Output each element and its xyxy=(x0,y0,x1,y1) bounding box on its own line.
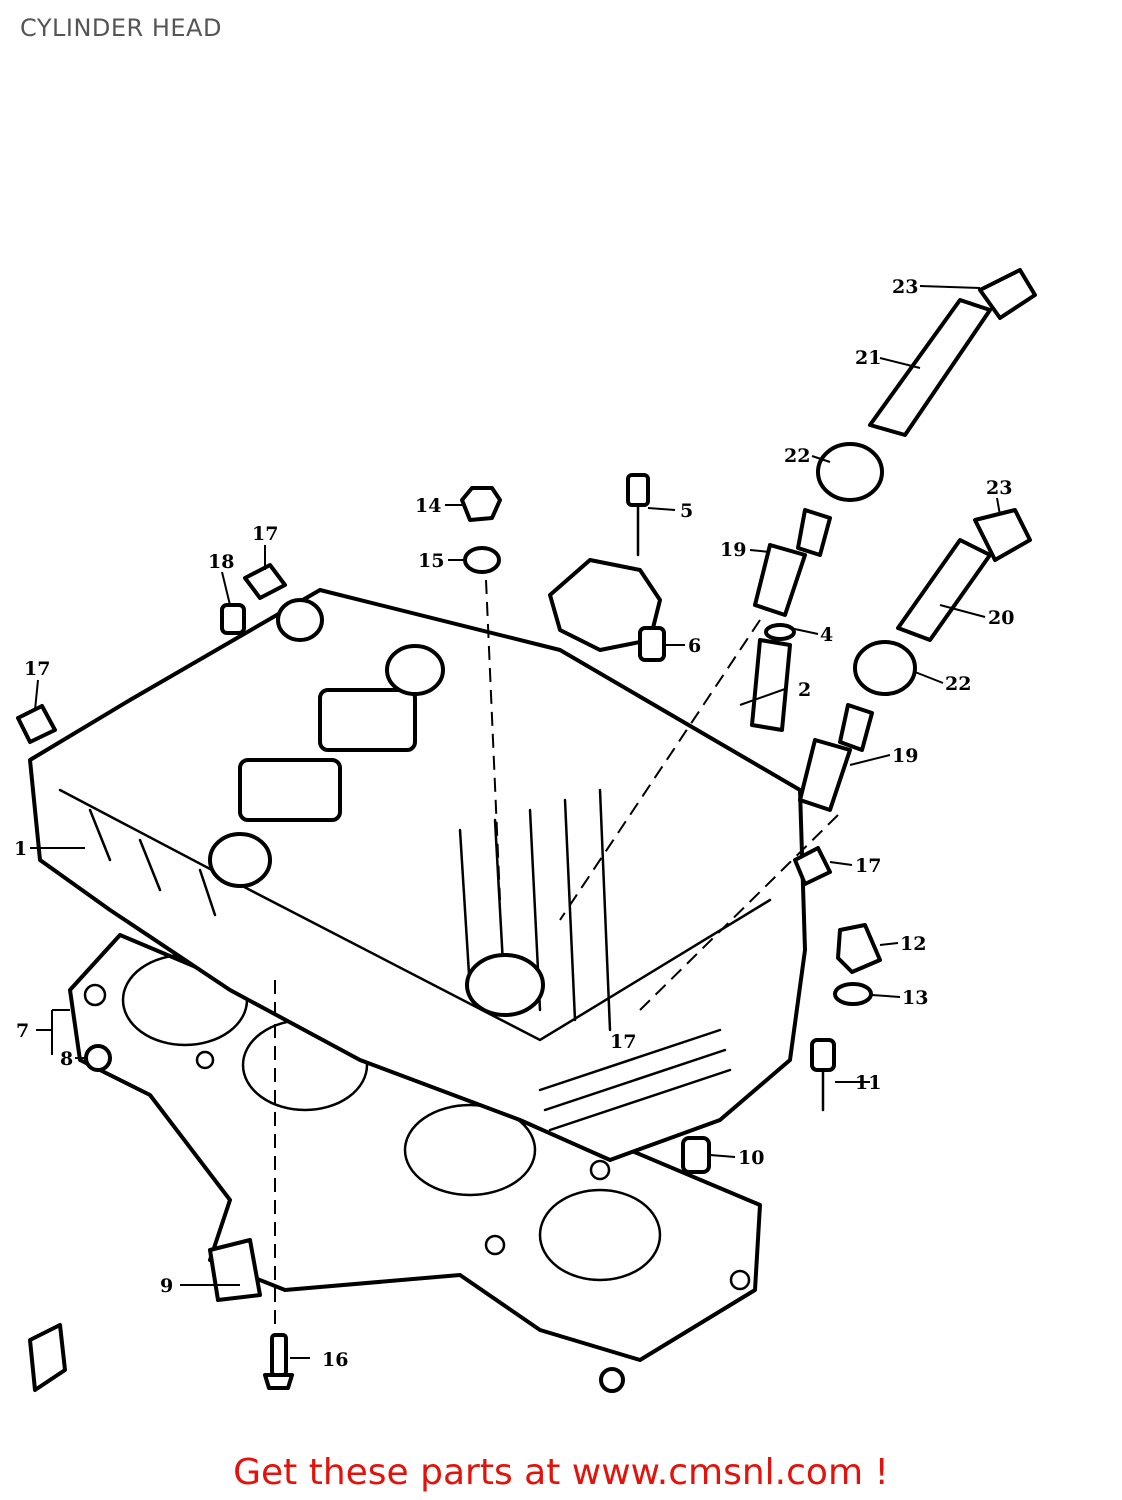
fasteners xyxy=(16,473,882,1393)
callout-6: 6 xyxy=(688,635,701,657)
gasket-bracket xyxy=(208,1238,262,1302)
callout-20: 20 xyxy=(988,607,1014,629)
spark-plugs xyxy=(753,508,874,812)
callout-10: 10 xyxy=(738,1147,764,1169)
callout-17-right: 17 xyxy=(855,855,881,877)
camshaft-cap xyxy=(548,558,662,652)
leader-lines xyxy=(30,285,1001,1359)
callout-22-lower: 22 xyxy=(945,673,971,695)
callout-14: 14 xyxy=(415,495,441,517)
callout-1: 1 xyxy=(14,838,27,860)
arrow-indicator xyxy=(28,1323,67,1392)
plug-tube xyxy=(750,623,796,732)
callout-22-upper: 22 xyxy=(784,445,810,467)
callout-8: 8 xyxy=(60,1048,73,1070)
callout-19-upper: 19 xyxy=(720,539,746,561)
callout-12: 12 xyxy=(900,933,926,955)
callout-5: 5 xyxy=(680,500,693,522)
callout-17-left: 17 xyxy=(24,658,50,680)
callout-23-lower: 23 xyxy=(986,477,1012,499)
callout-9: 9 xyxy=(160,1275,173,1297)
callout-18: 18 xyxy=(208,551,234,573)
cmsnl-parts-link[interactable]: Get these parts at www.cmsnl.com ! xyxy=(233,1452,889,1493)
callout-labels: 1 2 4 5 6 7 8 9 10 11 12 13 14 15 16 17 … xyxy=(14,276,1014,1371)
plug-caps xyxy=(816,268,1037,696)
callout-23-upper: 23 xyxy=(892,276,918,298)
callout-4: 4 xyxy=(820,624,833,646)
callout-13: 13 xyxy=(902,987,928,1009)
callout-17-top: 17 xyxy=(252,523,278,545)
page-title: CYLINDER HEAD xyxy=(20,14,222,42)
callout-2: 2 xyxy=(798,679,811,701)
callout-15: 15 xyxy=(418,550,444,572)
cylinder-head-body xyxy=(28,588,807,1162)
callout-19-lower: 19 xyxy=(892,745,918,767)
callout-7: 7 xyxy=(16,1020,29,1042)
callout-16: 16 xyxy=(322,1349,348,1371)
callout-21: 21 xyxy=(855,347,881,369)
callout-11: 11 xyxy=(855,1072,881,1094)
callout-17-center: 17 xyxy=(610,1031,636,1053)
